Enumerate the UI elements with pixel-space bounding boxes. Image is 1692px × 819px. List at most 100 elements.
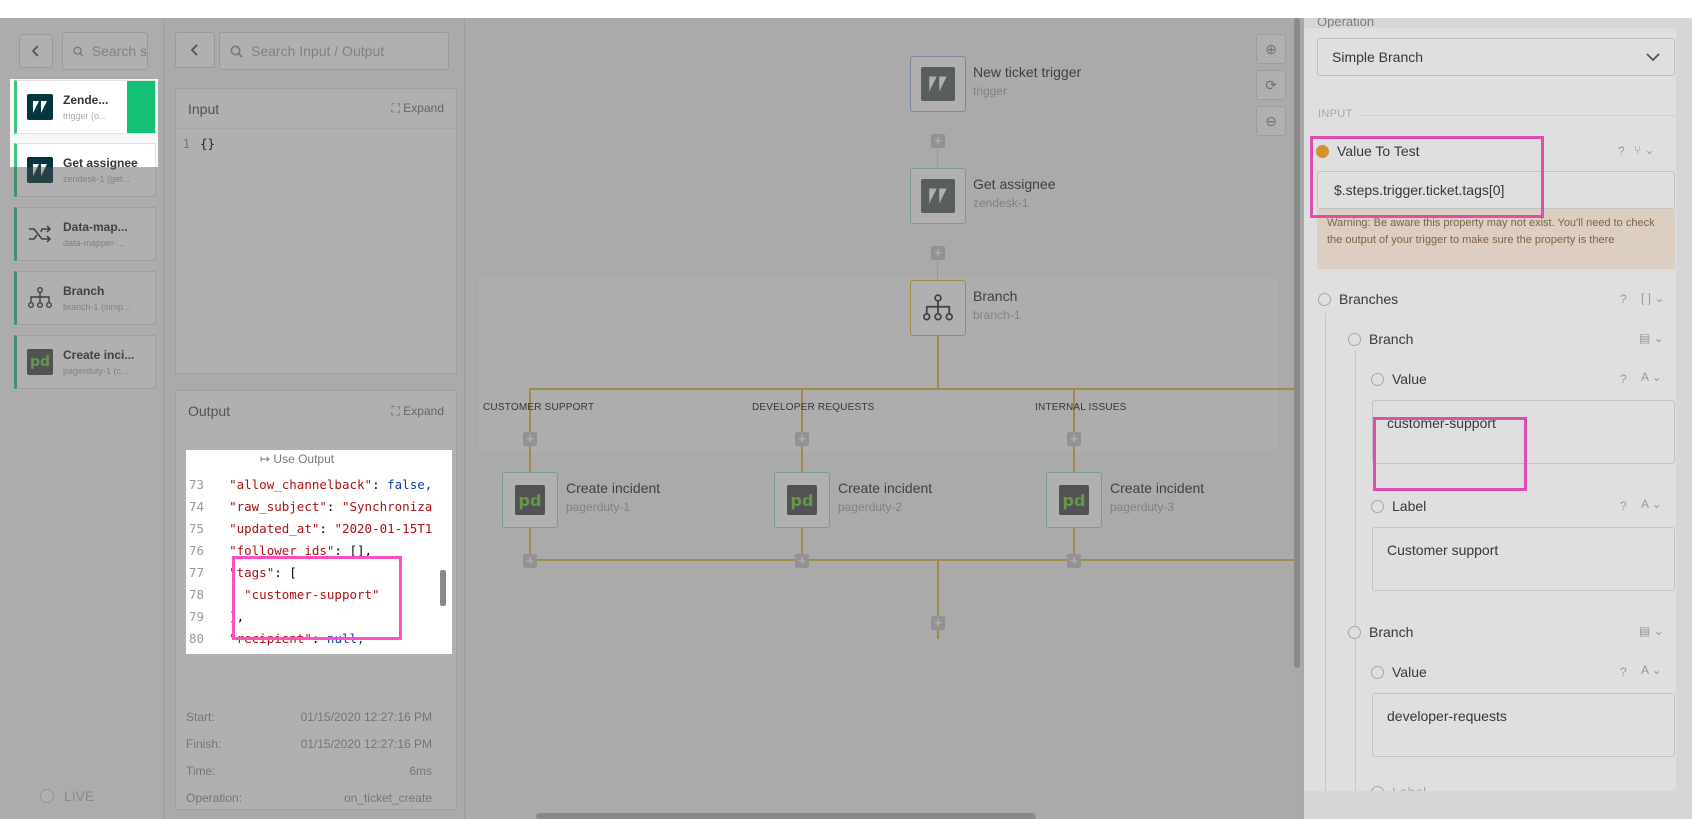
io-search-placeholder: Search Input / Output (251, 43, 385, 59)
table-icon[interactable]: ▤ ⌄ (1639, 331, 1664, 345)
meta-finish: Finish: 01/15/2020 12:27:16 PM (186, 737, 432, 751)
output-code-spotlight[interactable]: ↦ Use Output 73 "allow_channelback": fal… (186, 450, 452, 654)
input-pane: Input ⛶ Expand 1{} (175, 88, 457, 374)
branch-2-label-title: Label (1371, 784, 1426, 791)
io-search-input[interactable]: Search Input / Output (219, 32, 449, 70)
branch-2-value-input[interactable]: developer-requests (1372, 693, 1675, 757)
node-create-incident-1[interactable]: pd (502, 472, 558, 528)
step-card-data-mapper[interactable]: Data-map... data-mapper-... (14, 207, 156, 261)
value-to-test-input[interactable]: $.steps.trigger.ticket.tags[0] (1317, 171, 1675, 209)
table-icon[interactable]: ▤ ⌄ (1639, 624, 1664, 638)
output-title: Output (188, 403, 231, 419)
help-icon[interactable]: ? (1618, 144, 1625, 158)
flow-canvas[interactable]: + + New ticket trigger trigger Get assig… (466, 18, 1300, 819)
zoom-out-icon: ⊖ (1265, 112, 1277, 129)
use-output-button[interactable]: ↦ Use Output (260, 452, 335, 466)
help-icon[interactable]: ? (1620, 292, 1627, 306)
step-subtitle: trigger (o... (63, 111, 107, 121)
step-title: Get assignee (63, 156, 138, 170)
live-toggle[interactable]: LIVE (40, 788, 94, 804)
connector (1073, 528, 1075, 568)
add-step-button[interactable]: + (1067, 432, 1081, 446)
step-card-branch[interactable]: Branch branch-1 (simp... (14, 271, 156, 325)
input-expand-button[interactable]: ⛶ Expand (391, 101, 444, 115)
input-section-label: INPUT (1318, 108, 1353, 120)
help-icon[interactable]: ? (1620, 499, 1627, 513)
steps-search-input[interactable]: Search s (62, 32, 148, 70)
branch-2-value-title: Value (1371, 664, 1427, 680)
warning-message: Warning: Be aware this property may not … (1317, 209, 1675, 269)
zoom-in-icon: ⊕ (1265, 40, 1277, 57)
branch-icon (27, 285, 53, 311)
node-subtitle: branch-1 (973, 308, 1021, 322)
add-step-button[interactable]: + (795, 554, 809, 568)
refresh-icon: ⟳ (1265, 76, 1277, 93)
shuffle-icon (27, 221, 53, 247)
step-title: Data-map... (63, 220, 128, 234)
config-card: Simple Branch INPUT Value To Test ? ⑂ ⌄ … (1304, 28, 1676, 791)
divider (1359, 115, 1676, 116)
output-expand-button[interactable]: ⛶ Expand (391, 403, 444, 418)
node-new-ticket-trigger[interactable] (910, 56, 966, 112)
branch-icon (923, 294, 953, 321)
output-code-line: 76 "follower_ids": [], (188, 543, 373, 558)
node-branch[interactable] (910, 280, 966, 336)
node-create-incident-3[interactable]: pd (1046, 472, 1102, 528)
branch-label: DEVELOPER REQUESTS (752, 402, 875, 413)
meta-start: Start: 01/15/2020 12:27:16 PM (186, 710, 432, 724)
help-icon[interactable]: ? (1620, 665, 1627, 679)
text-type-icon[interactable]: A ⌄ (1641, 663, 1662, 677)
add-step-button[interactable]: + (523, 432, 537, 446)
collapse-steps-button[interactable] (19, 34, 53, 68)
highlight-box (232, 556, 402, 640)
add-step-button[interactable]: + (931, 134, 945, 148)
branch-1-label-input[interactable]: Customer support (1372, 527, 1675, 591)
branch-label: INTERNAL ISSUES (1035, 402, 1127, 413)
step-title: Create inci... (63, 348, 135, 362)
connector (530, 388, 1295, 390)
node-title: Branch (973, 288, 1018, 304)
step-subtitle: zendesk-1 (get... (63, 174, 131, 184)
zendesk-icon (27, 94, 53, 120)
zoom-in-button[interactable]: ⊕ (1256, 34, 1286, 64)
step-card-create-incident[interactable]: pd Create inci... pagerduty-1 (c... (14, 335, 156, 389)
input-code[interactable]: 1{} (182, 136, 216, 151)
chevron-down-icon (1646, 52, 1660, 61)
io-back-button[interactable] (175, 32, 215, 68)
add-step-button[interactable]: + (523, 554, 537, 568)
operation-label: Operation (1317, 18, 1375, 29)
canvas-vertical-scrollbar[interactable] (1294, 18, 1300, 668)
tree-line (1325, 313, 1326, 791)
zoom-out-button[interactable]: ⊖ (1256, 106, 1286, 136)
branch-group (477, 274, 1280, 454)
node-title: Get assignee (973, 176, 1056, 192)
canvas-horizontal-scrollbar[interactable] (536, 813, 1036, 819)
text-type-icon[interactable]: A ⌄ (1641, 497, 1662, 511)
add-step-button[interactable]: + (931, 616, 945, 630)
connector (529, 528, 531, 568)
add-step-button[interactable]: + (1067, 554, 1081, 568)
node-title: Create incident (566, 480, 661, 496)
pagerduty-icon: pd (1059, 485, 1089, 515)
active-step-indicator (127, 81, 155, 133)
radio-icon (1371, 499, 1384, 513)
step-subtitle: pagerduty-1 (c... (63, 366, 129, 376)
reset-zoom-button[interactable]: ⟳ (1256, 70, 1286, 100)
node-title: New ticket trigger (973, 64, 1082, 80)
branch-2-title: Branch (1348, 624, 1413, 640)
step-card-get-assignee[interactable]: Get assignee zendesk-1 (get... (14, 143, 156, 197)
output-scrollbar[interactable] (440, 570, 446, 606)
step-card-zendesk-trigger[interactable]: Zende... trigger (o... (14, 80, 156, 134)
add-step-button[interactable]: + (931, 246, 945, 260)
help-icon[interactable]: ? (1620, 372, 1627, 386)
node-get-assignee[interactable] (910, 168, 966, 224)
connect-icon[interactable]: ⑂ ⌄ (1634, 143, 1655, 157)
add-step-button[interactable]: + (795, 432, 809, 446)
text-type-icon[interactable]: A ⌄ (1641, 370, 1662, 384)
connector (937, 559, 939, 639)
required-dot-icon (1316, 144, 1329, 158)
node-create-incident-2[interactable]: pd (774, 472, 830, 528)
output-code-line: 74 "raw_subject": "Synchroniza (188, 499, 433, 514)
array-icon[interactable]: [ ] ⌄ (1641, 291, 1665, 305)
operation-select[interactable]: Simple Branch (1317, 38, 1675, 76)
